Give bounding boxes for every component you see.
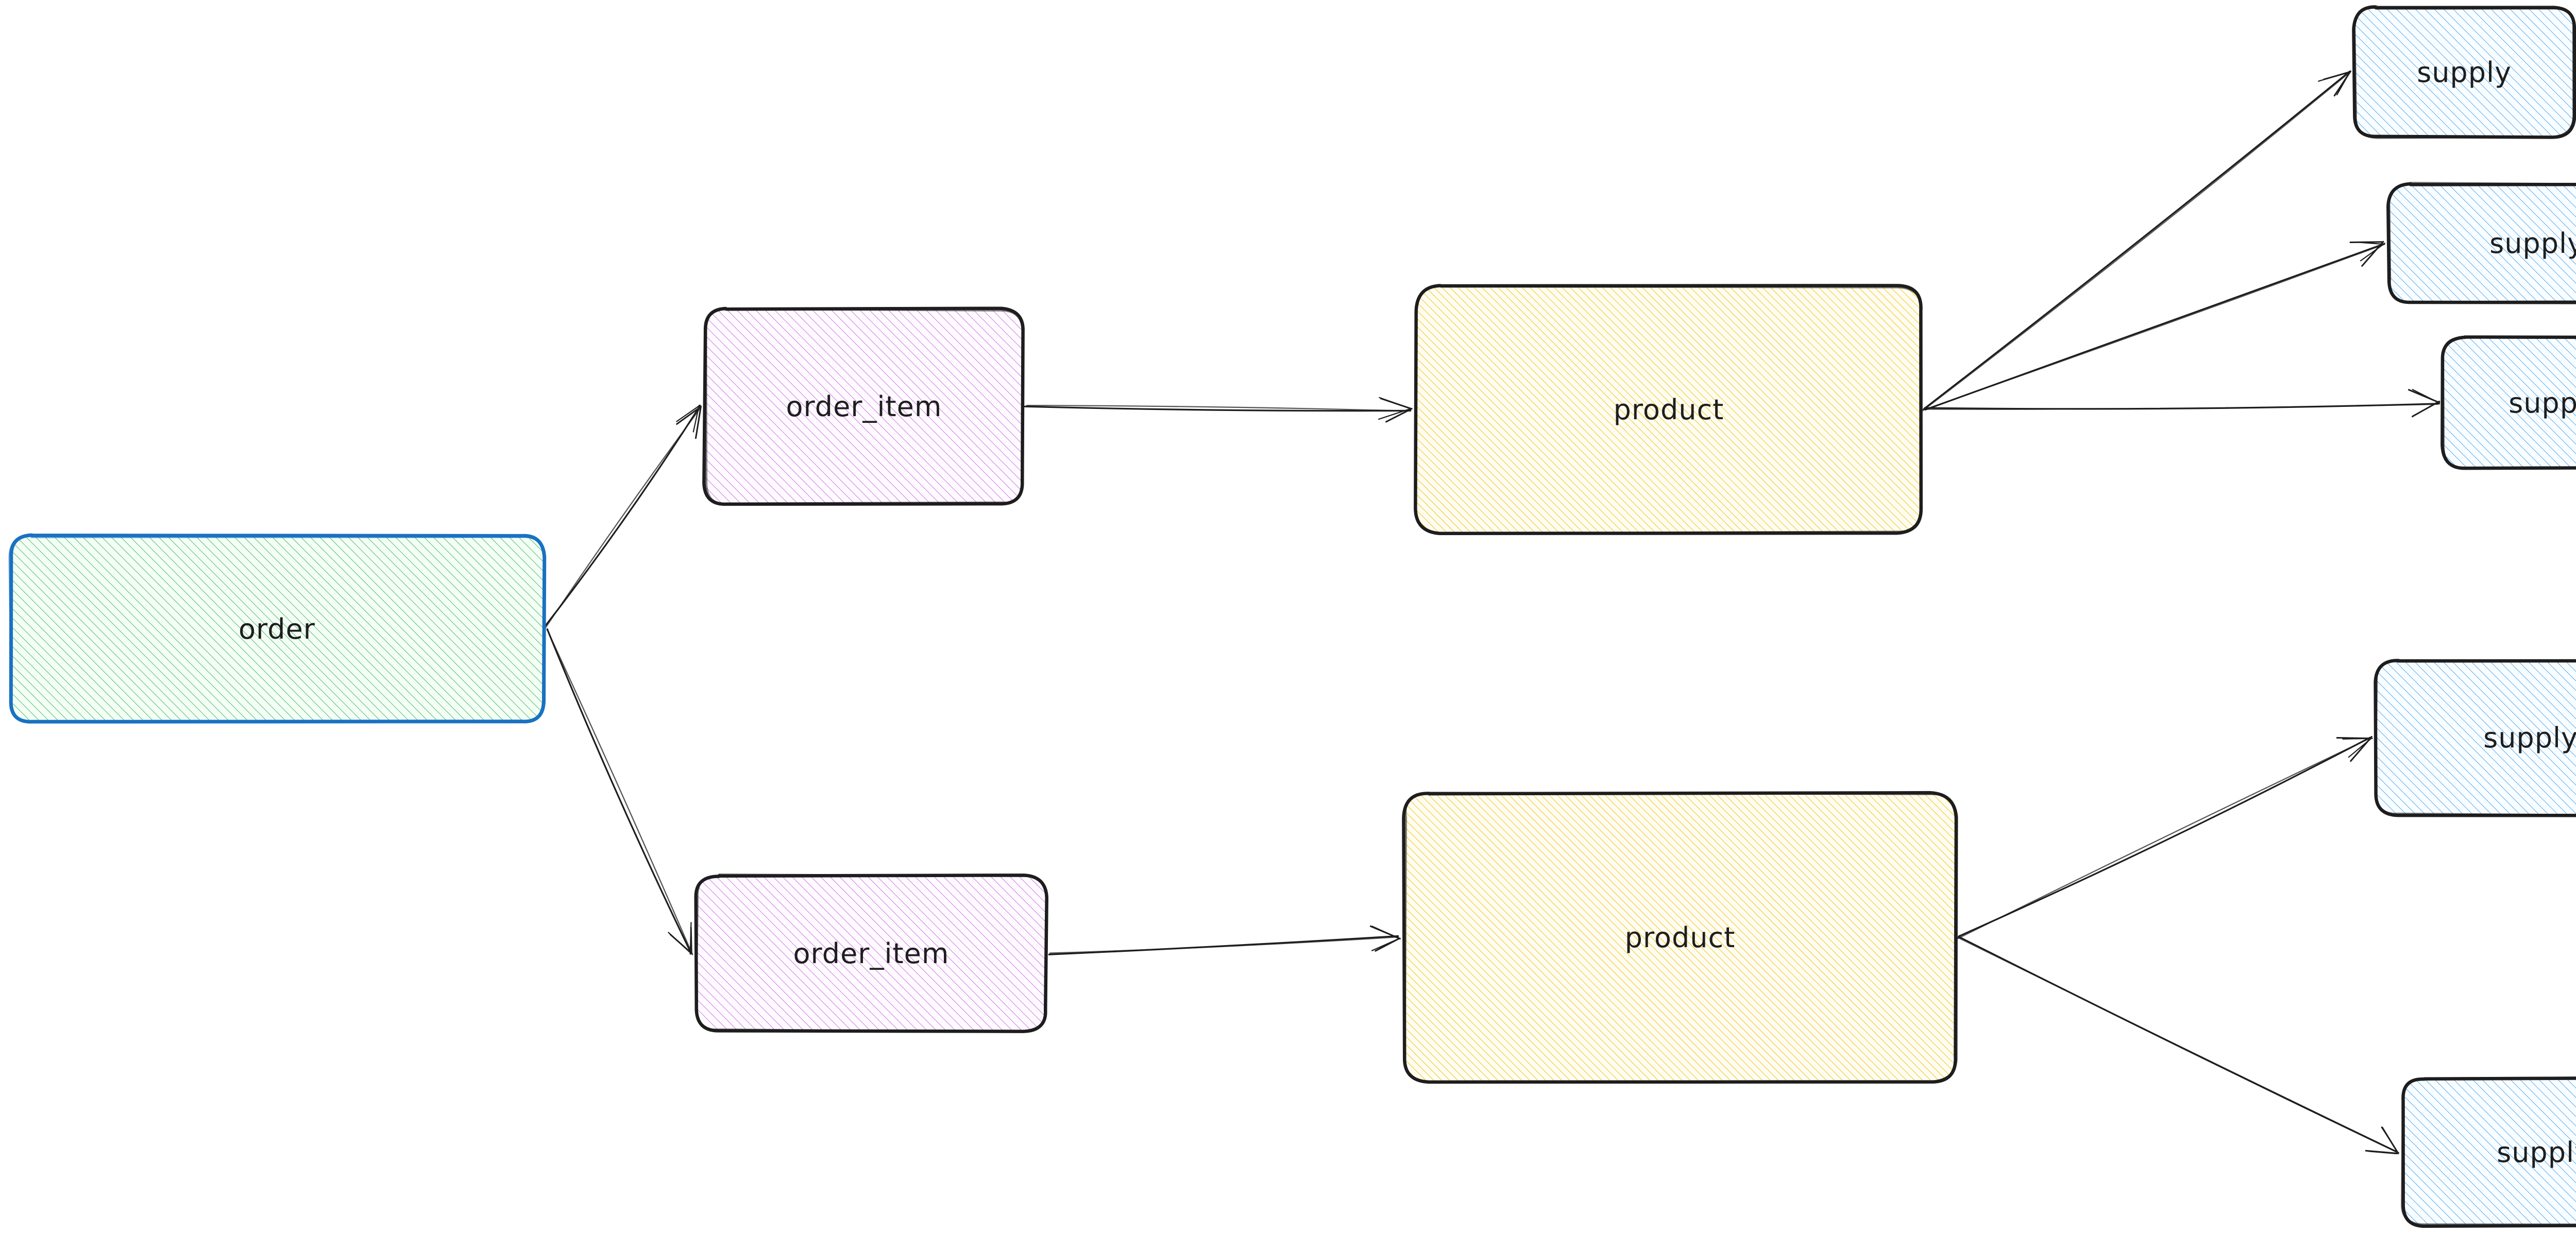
node-product_1[interactable] xyxy=(1414,284,1923,535)
edge-order_item_1-to-product_1 xyxy=(1024,397,1413,423)
edge-order-to-order_item_2 xyxy=(546,628,693,955)
node-supply_2[interactable] xyxy=(2386,181,2576,304)
node-supply_1[interactable] xyxy=(2352,5,2576,139)
edge-product_2-to-supply_4 xyxy=(1957,735,2373,939)
node-order_item_1[interactable] xyxy=(702,306,1025,506)
edge-order-to-order_item_1 xyxy=(543,404,702,631)
node-order_item_2[interactable] xyxy=(694,873,1048,1033)
node-product_2[interactable] xyxy=(1402,791,1958,1084)
edge-order_item_2-to-product_2 xyxy=(1048,925,1401,955)
node-supply_5[interactable] xyxy=(2400,1076,2576,1228)
node-supply_4[interactable] xyxy=(2374,659,2576,817)
node-supply_3[interactable] xyxy=(2441,335,2576,470)
edge-product_2-to-supply_5 xyxy=(1956,936,2399,1155)
edge-product_1-to-supply_3 xyxy=(1922,389,2441,418)
edge-product_1-to-supply_2 xyxy=(1923,241,2386,410)
edge-product_1-to-supply_1 xyxy=(1922,70,2352,412)
node-order[interactable] xyxy=(8,533,547,724)
